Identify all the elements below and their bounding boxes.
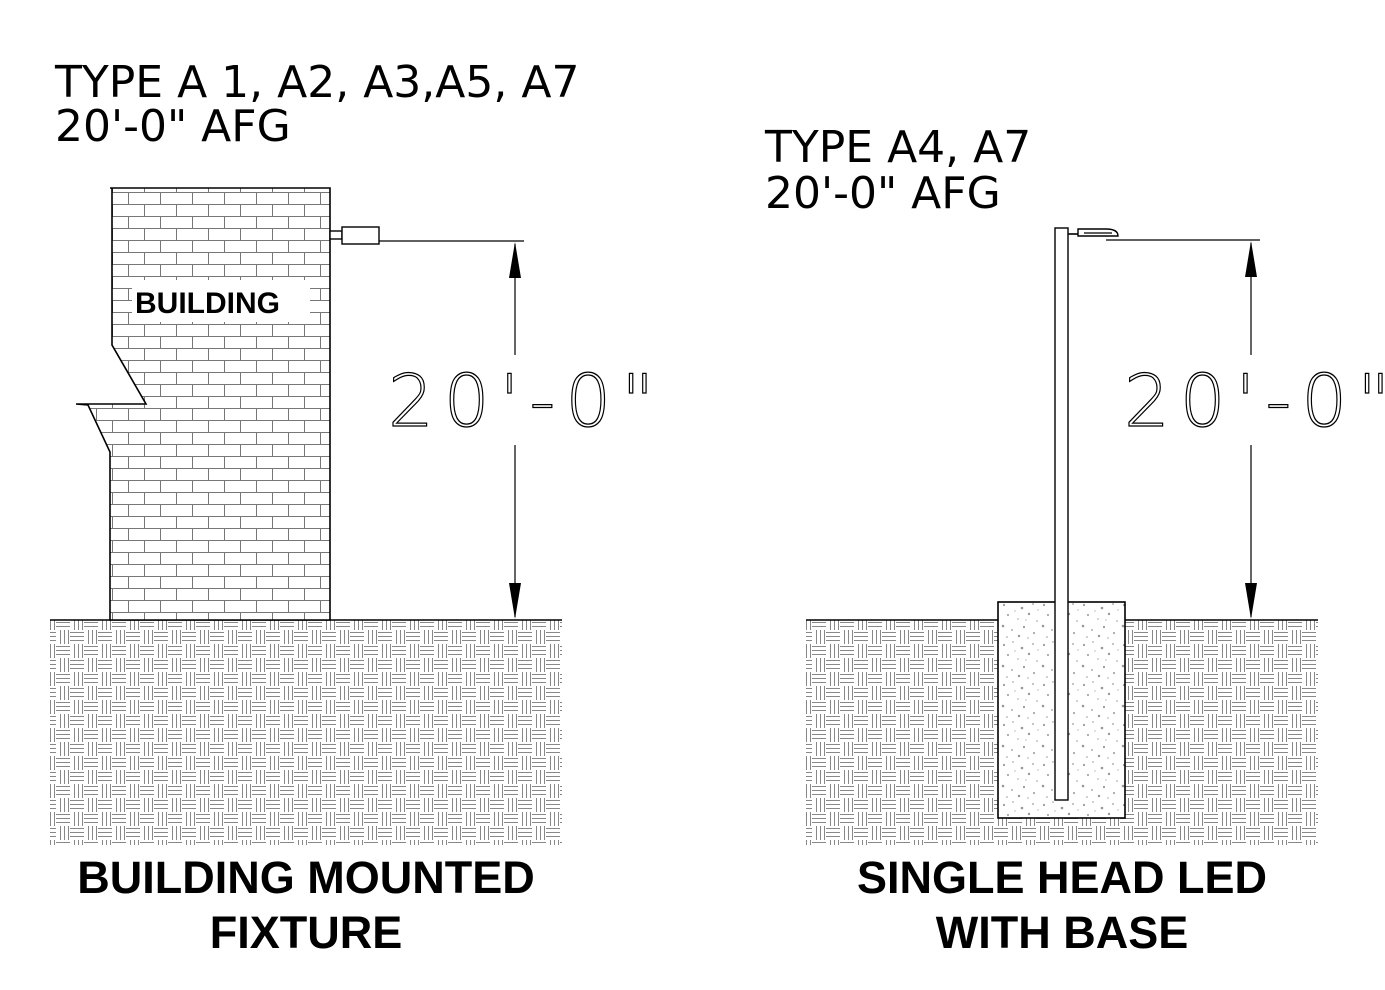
- left-arrow-down-icon: [509, 583, 521, 619]
- left-type-label: TYPE A 1, A2, A3,A5, A7: [54, 57, 579, 108]
- wall-fixture-icon: [341, 226, 380, 245]
- left-caption-line2: FIXTURE: [210, 907, 403, 958]
- building-mounted-detail: TYPE A 1, A2, A3,A5, A7 20'-0" AFG BUILD…: [50, 57, 664, 958]
- building-wall: [75, 187, 331, 621]
- building-label: BUILDING: [135, 287, 280, 320]
- right-afg-label: 20'-0" AFG: [765, 168, 1001, 219]
- left-dimension-text: 20'-0": [388, 359, 664, 443]
- left-caption-line1: BUILDING MOUNTED: [77, 852, 534, 903]
- left-arrow-up-icon: [509, 242, 521, 278]
- right-caption-line2: WITH BASE: [936, 907, 1189, 958]
- pole-mounted-detail: TYPE A4, A7 20'-0" AFG 20'-0" SINGLE HEA…: [764, 122, 1385, 958]
- left-afg-label: 20'-0" AFG: [55, 101, 291, 152]
- light-pole: [1054, 227, 1069, 801]
- right-dimension-text: 20'-0": [1124, 359, 1385, 443]
- right-arrow-down-icon: [1245, 583, 1257, 619]
- right-arrow-up-icon: [1245, 241, 1257, 277]
- left-ground-hatch: [50, 620, 562, 845]
- right-caption-line1: SINGLE HEAD LED: [857, 852, 1267, 903]
- wall-bracket: [329, 230, 343, 240]
- right-type-label: TYPE A4, A7: [764, 122, 1031, 173]
